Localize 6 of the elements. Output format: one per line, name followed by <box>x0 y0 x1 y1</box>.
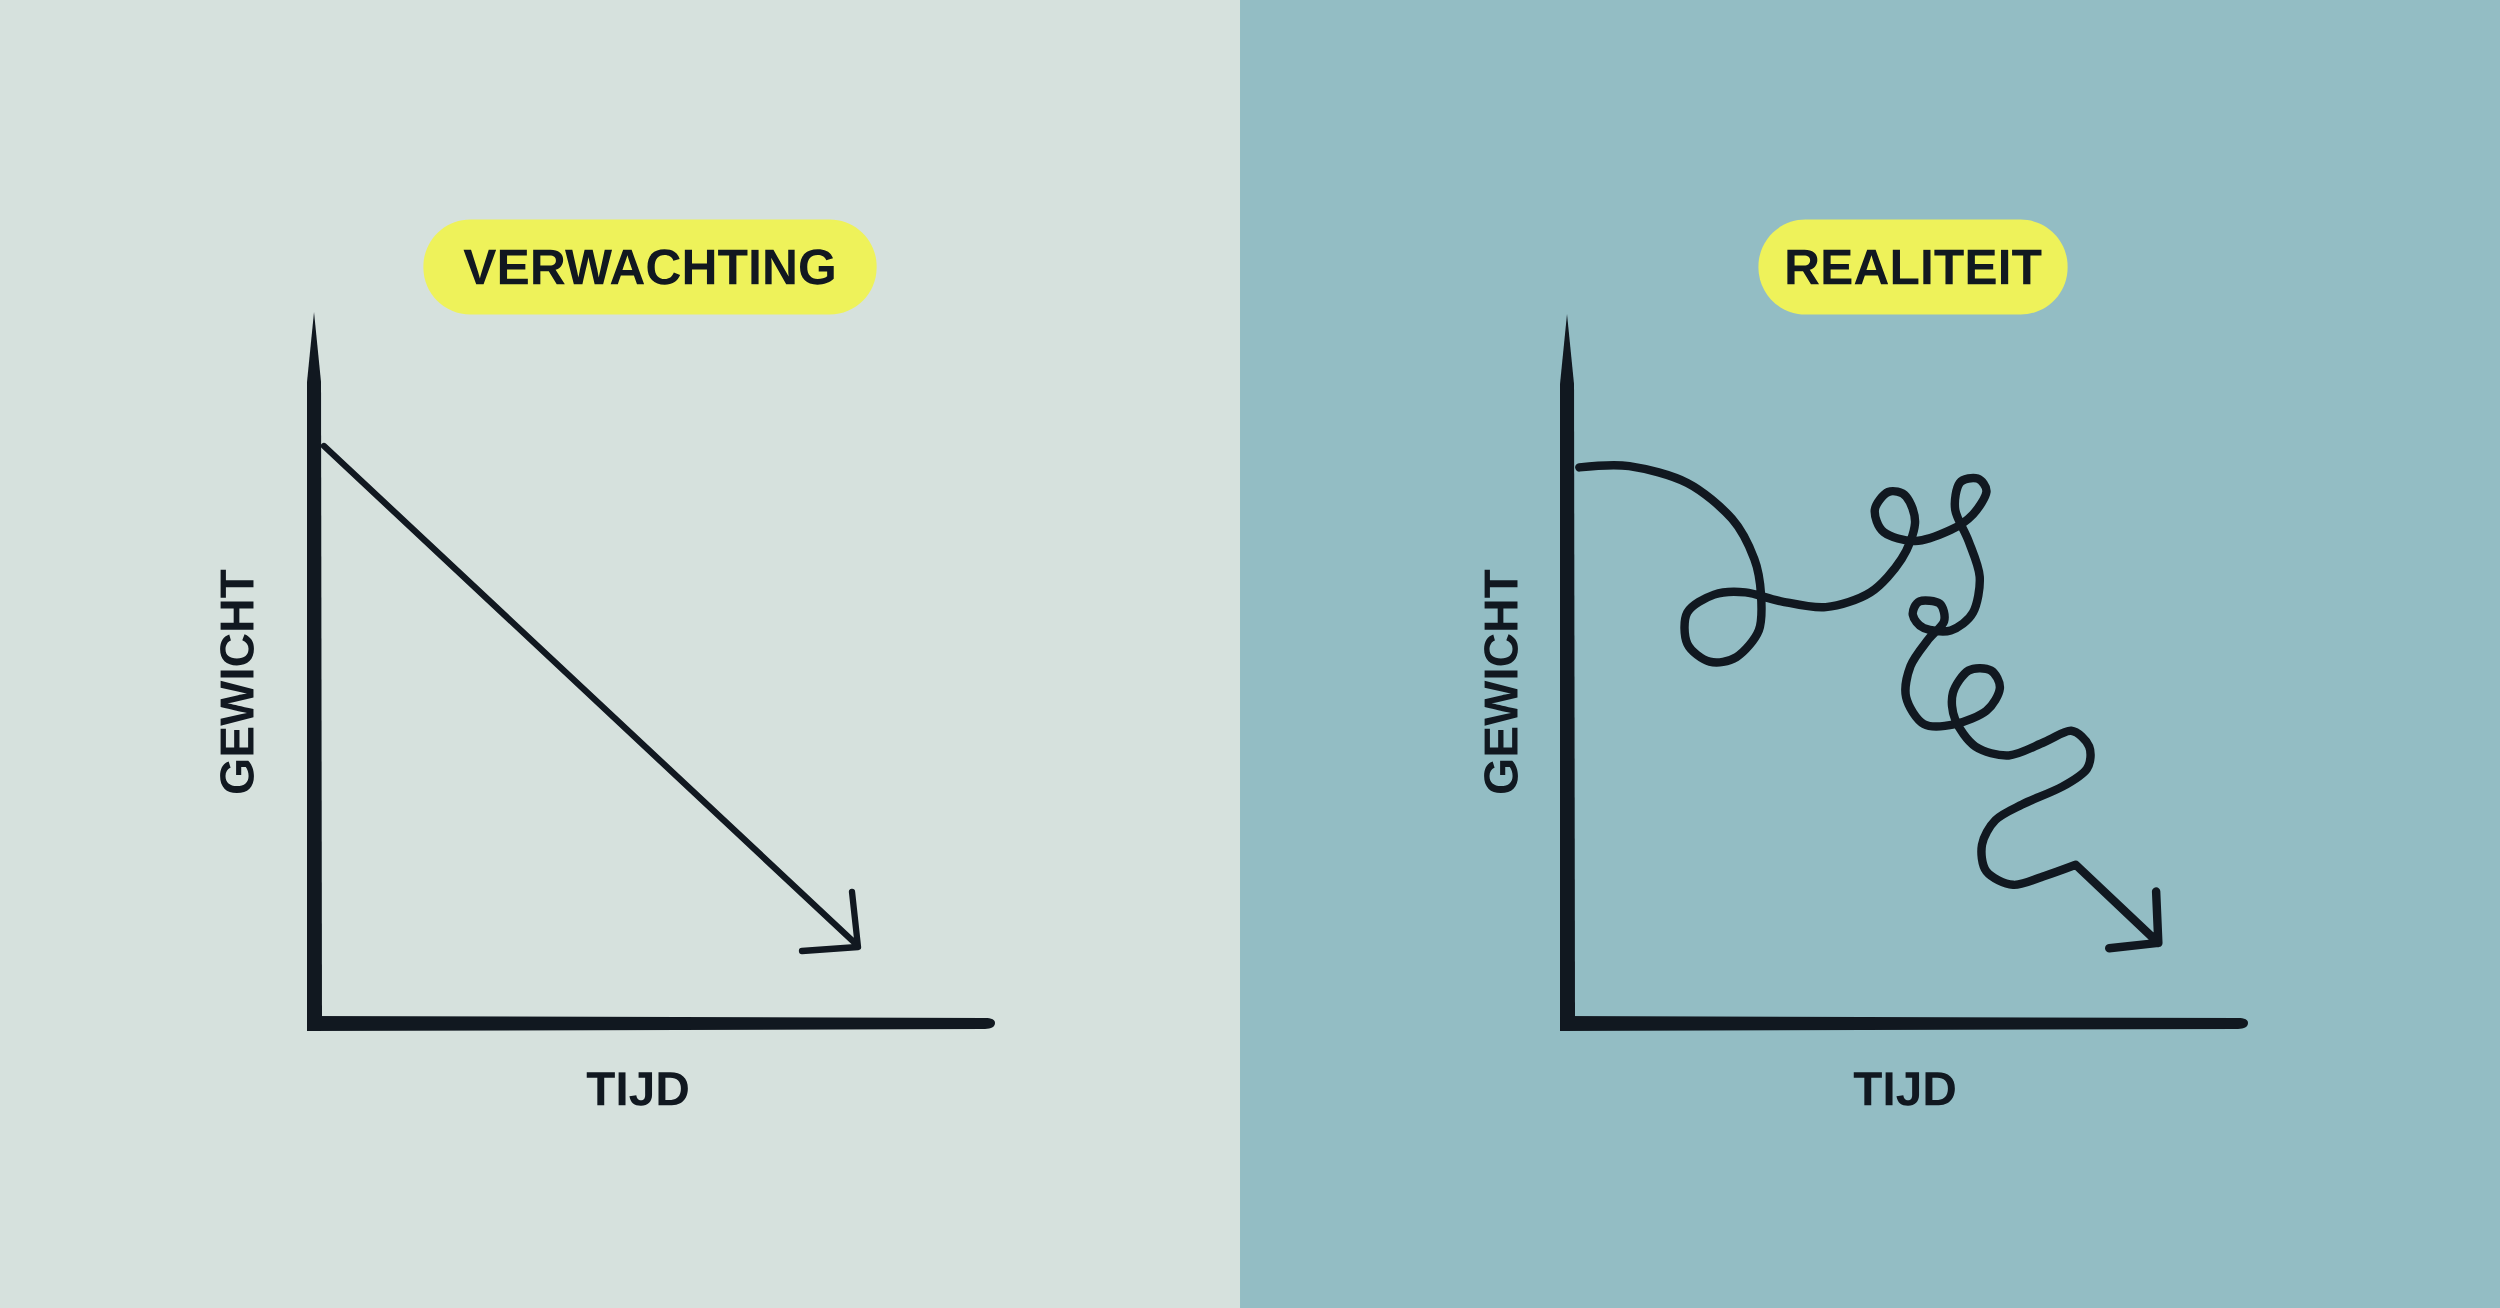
heading-pill: VERWACHTING <box>423 219 877 315</box>
axis-label: TIJD <box>1853 1072 1955 1106</box>
axis-label: GEWICHT <box>220 569 254 793</box>
axis-label: TIJD <box>586 1072 688 1106</box>
axis-label: GEWICHT <box>1484 569 1518 793</box>
heading-pill: REALITEIT <box>1758 219 2068 315</box>
